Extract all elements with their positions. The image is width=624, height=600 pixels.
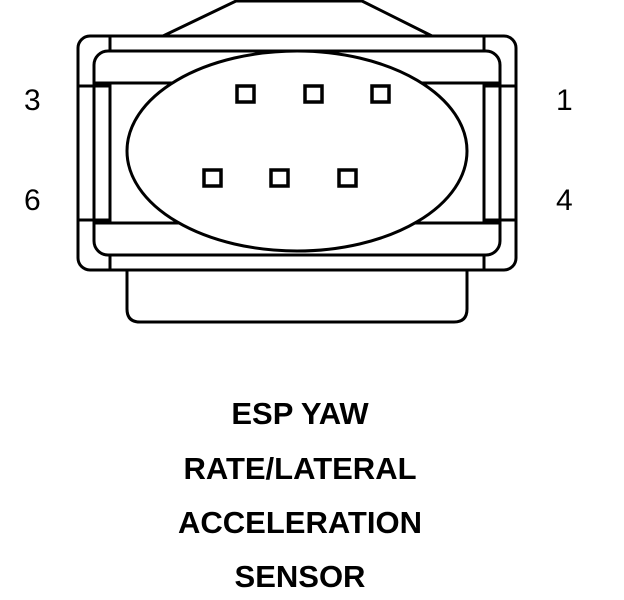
caption-line-4: SENSOR <box>234 559 366 594</box>
pin-terminal <box>269 168 290 188</box>
pin-label-3: 3 <box>24 84 41 117</box>
pin-label-6: 6 <box>24 184 41 217</box>
caption-line-1: ESP YAW <box>231 396 369 431</box>
connector-face-oval <box>125 49 469 253</box>
pin-label-1: 1 <box>556 84 573 117</box>
connector-diagram: 3 6 1 4 <box>24 0 573 324</box>
pin-terminal <box>370 84 391 104</box>
pin-terminal <box>202 168 223 188</box>
connector-side-tab-left <box>76 84 112 222</box>
pin-terminal <box>337 168 358 188</box>
pin-terminal <box>235 84 256 104</box>
pin-label-4: 4 <box>556 184 573 217</box>
pin-terminal <box>303 84 324 104</box>
caption-line-3: ACCELERATION <box>178 505 422 540</box>
connector-side-tab-right <box>482 84 518 222</box>
caption-line-2: RATE/LATERAL <box>183 451 417 486</box>
connector-skirt <box>125 270 469 324</box>
connector-latch <box>162 0 433 38</box>
